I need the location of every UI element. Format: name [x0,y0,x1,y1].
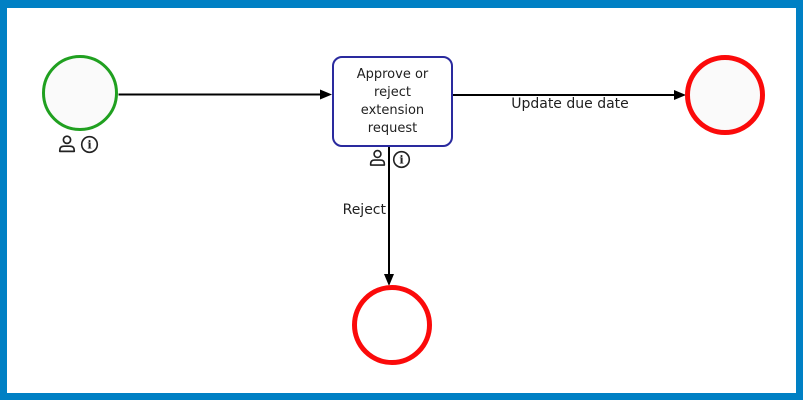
flow-label-reject: Reject [342,202,386,218]
flow-start-to-task[interactable] [118,89,333,100]
flow-task-to-end-update[interactable] [453,90,686,100]
task-label-line: extension [360,102,425,118]
end-event-update-due-date[interactable] [685,55,765,135]
task-label: Approve or reject extension request [357,66,429,138]
start-event[interactable] [42,55,118,131]
info-icon: i [392,150,411,169]
arrowhead-icon [320,89,332,100]
end-event-reject[interactable] [352,285,432,365]
svg-text:i: i [87,138,92,152]
task-label-line: reject [374,84,411,100]
user-icon [57,134,77,154]
arrowhead-icon [674,90,686,100]
task-approve-or-reject-extension-request[interactable]: Approve or reject extension request [332,56,453,147]
user-icon [368,148,387,168]
task-label-line: Approve or [356,66,429,82]
info-icon: i [80,135,99,154]
arrowhead-icon [384,274,394,286]
task-label-line: request [367,120,418,136]
svg-text:i: i [399,153,404,167]
flow-task-to-end-reject[interactable] [384,147,394,286]
flow-label-update-due-date: Update due date [511,96,629,112]
